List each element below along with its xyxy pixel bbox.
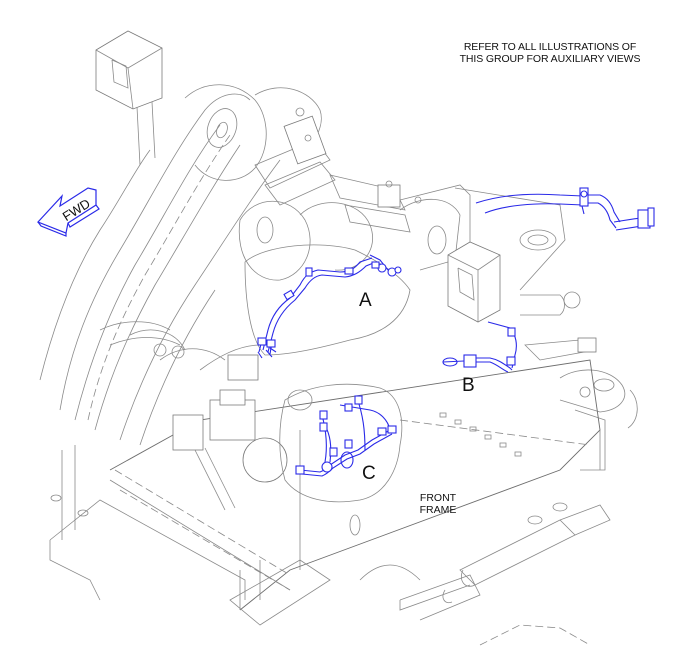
front-frame-label: FRONT FRAME: [410, 492, 466, 516]
detail-region-c: [279, 383, 403, 503]
frame-label-line-2: FRAME: [419, 504, 457, 516]
fwd-direction-arrow: FWD: [36, 187, 100, 237]
note-line-2: THIS GROUP FOR AUXILIARY VIEWS: [459, 53, 641, 65]
housing-box: [95, 30, 163, 166]
note-line-1: REFER TO ALL ILLUSTRATIONS OF: [463, 41, 637, 53]
loader-arms: [39, 84, 322, 446]
callout-b[interactable]: B: [462, 375, 475, 396]
frame-label-line-1: FRONT: [419, 492, 457, 504]
front-frame-structure: [49, 359, 601, 626]
wiring-harness-b[interactable]: [442, 321, 517, 373]
wiring-harness-c[interactable]: [295, 395, 397, 477]
valve-block: [129, 329, 313, 511]
detail-region-a: [244, 244, 411, 356]
wiring-harness-upper-right[interactable]: [475, 187, 655, 231]
auxiliary-views-note: REFER TO ALL ILLUSTRATIONS OF THIS GROUP…: [432, 41, 668, 65]
steering-cylinder: [399, 502, 611, 646]
right-bracket-box: [447, 241, 597, 361]
callout-c[interactable]: C: [362, 463, 376, 484]
callout-a[interactable]: A: [359, 290, 372, 311]
center-pivots: [238, 184, 566, 291]
hydraulic-cylinders: [254, 107, 422, 233]
wiring-harness-a[interactable]: [257, 254, 402, 359]
articulation-plate: [559, 369, 638, 471]
